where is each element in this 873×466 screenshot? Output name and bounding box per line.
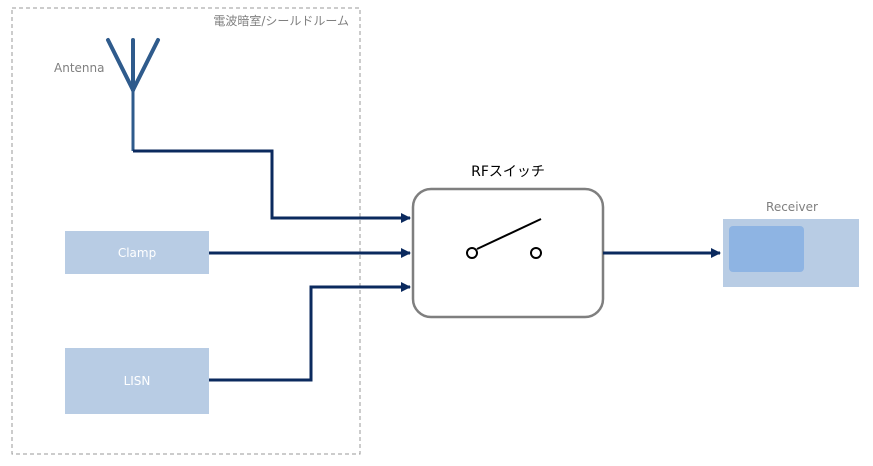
- receiver-label: Receiver: [766, 200, 818, 214]
- rf-switch-box: [411, 187, 605, 319]
- lisn-box: [65, 348, 209, 414]
- shielded-room-label: 電波暗室/シールドルーム: [213, 13, 349, 28]
- antenna-label: Antenna: [54, 61, 104, 75]
- receiver-screen: [729, 226, 804, 272]
- clamp-label: Clamp: [118, 246, 156, 260]
- clamp-box: [65, 231, 209, 274]
- switch-symbol-icon: [466, 218, 542, 259]
- rf-switch-label: RFスイッチ: [471, 164, 545, 180]
- lisn-label: LISN: [124, 374, 151, 388]
- shielded-room-boundary: [11, 7, 361, 455]
- antenna-icon: [106, 38, 160, 151]
- lisn-to-switch-cable: [209, 282, 411, 382]
- antenna-to-switch-cable: [133, 149, 411, 223]
